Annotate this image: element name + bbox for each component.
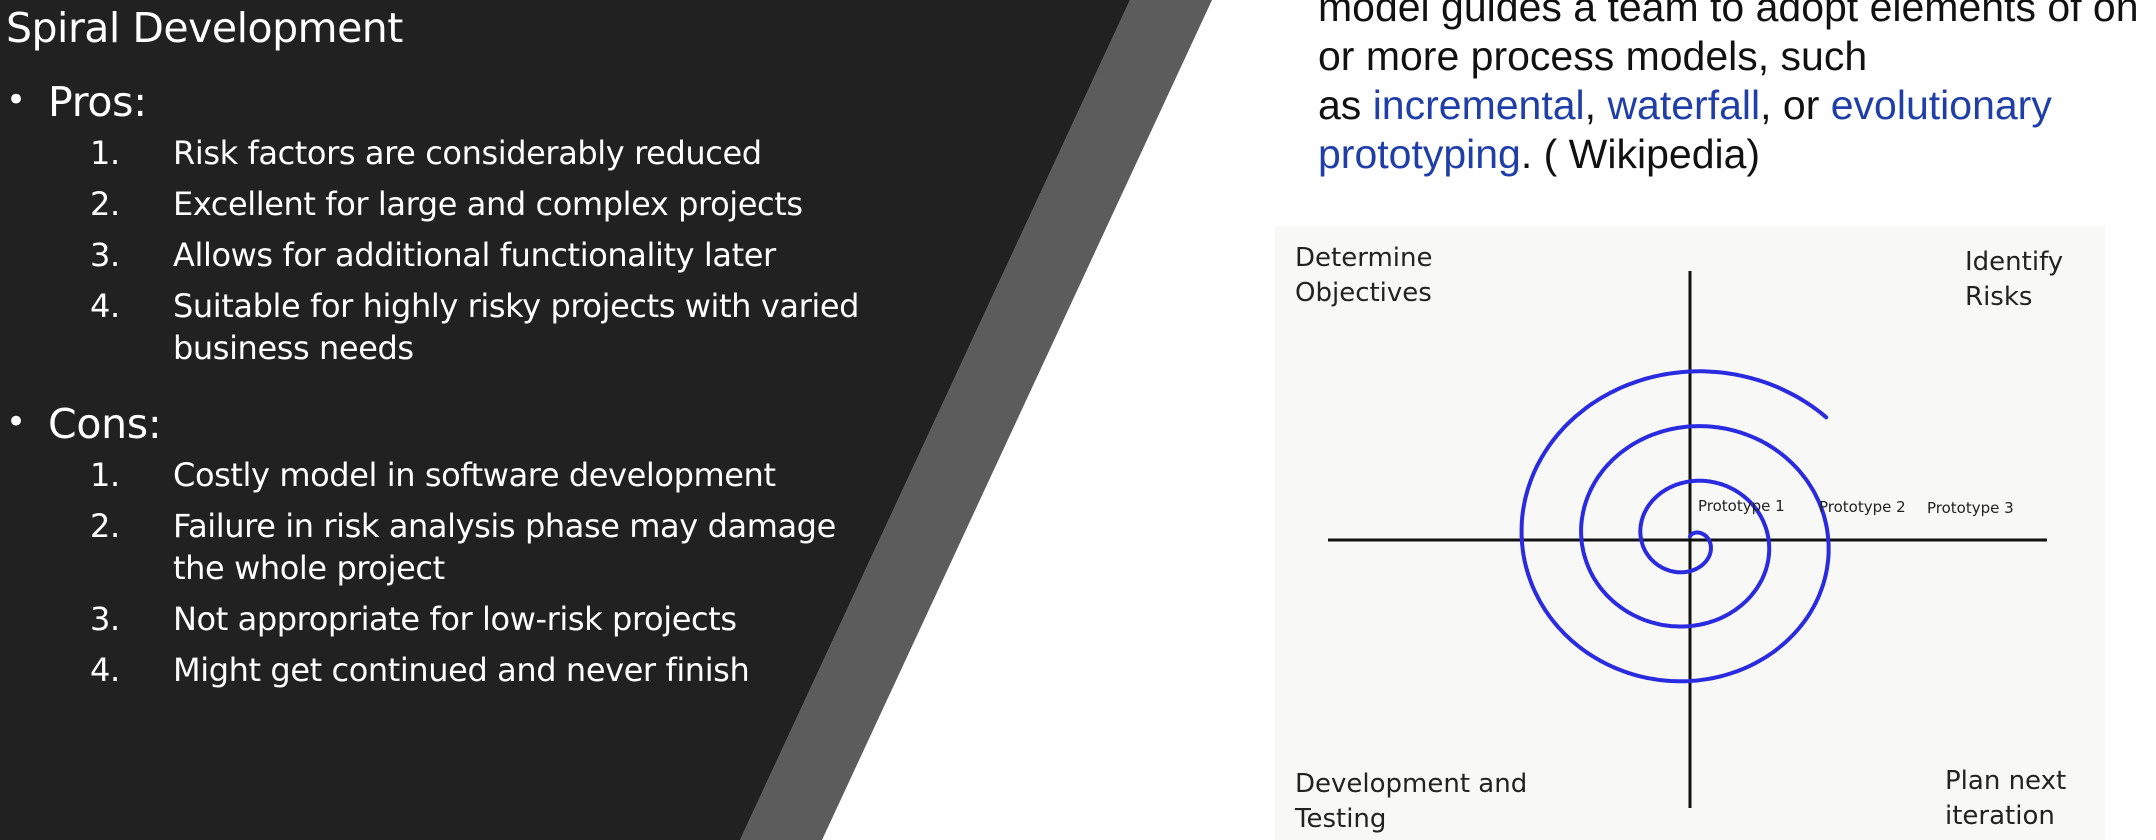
incremental-link[interactable]: incremental xyxy=(1372,82,1585,128)
item-number: 2. xyxy=(90,185,120,223)
list-item: 4. Suitable for highly risky projects wit… xyxy=(0,285,873,369)
item-text: Costly model in software development xyxy=(173,456,776,494)
spiral-model-diagram: Determine Objectives Identify Risks Deve… xyxy=(1275,226,2105,840)
stripe-shape xyxy=(740,0,1212,840)
evolutionary-prototyping-link-continued[interactable]: prototyping xyxy=(1318,131,1521,177)
cons-heading: • Cons: xyxy=(0,398,980,454)
list-item: 2. Failure in risk analysis phase may dam… xyxy=(0,505,873,589)
description-line-3: as incremental, waterfall, or evolutiona… xyxy=(1318,81,2156,130)
item-number: 1. xyxy=(90,134,120,172)
item-number: 2. xyxy=(90,507,120,545)
cons-label: Cons: xyxy=(48,400,162,448)
cons-section: • Cons: 1. Costly model in software devel… xyxy=(0,398,980,700)
pros-heading: • Pros: xyxy=(0,76,980,132)
description-text: model guides a team to adopt elements of… xyxy=(1318,0,2156,179)
description-line-2: or more process models, such xyxy=(1318,33,1868,79)
description-line-1: model guides a team to adopt elements of… xyxy=(1318,0,2139,30)
spiral-graphic xyxy=(1328,271,2047,808)
spiral-curve xyxy=(1519,369,1831,684)
item-number: 4. xyxy=(90,651,120,689)
item-text: Risk factors are considerably reduced xyxy=(173,134,762,172)
pros-label: Pros: xyxy=(48,78,147,126)
list-item: 4. Might get continued and never finish xyxy=(0,649,873,691)
description-comma: , xyxy=(1584,82,1608,128)
item-number: 3. xyxy=(90,236,120,274)
determine-objectives-label: Determine Objectives xyxy=(1295,243,1433,308)
list-item: 1. Costly model in software development xyxy=(0,454,873,496)
description-line-4: prototyping. ( Wikipedia) xyxy=(1318,130,2156,179)
list-item: 1. Risk factors are considerably reduced xyxy=(0,132,873,174)
development-testing-label: Development and Testing xyxy=(1295,769,1528,834)
item-text: Suitable for highly risky projects with … xyxy=(173,287,860,367)
list-item: 2. Excellent for large and complex projec… xyxy=(0,183,873,225)
item-number: 1. xyxy=(90,456,120,494)
item-text: Might get continued and never finish xyxy=(173,651,750,689)
bullet-icon: • xyxy=(6,80,27,120)
item-text: Allows for additional functionality late… xyxy=(173,236,776,274)
evolutionary-prototyping-link[interactable]: evolutionary xyxy=(1830,82,2052,128)
list-item: 3. Not appropriate for low-risk projects xyxy=(0,598,873,640)
waterfall-link[interactable]: waterfall xyxy=(1607,82,1761,128)
item-text: Not appropriate for low-risk projects xyxy=(173,600,737,638)
item-text: Excellent for large and complex projects xyxy=(173,185,803,223)
left-panel: Spiral Development • Pros: 1. Risk factor… xyxy=(0,0,1000,840)
dark-panel-shape xyxy=(0,0,1130,840)
prototype-2-label: Prototype 2 xyxy=(1819,498,1906,516)
identify-risks-label: Identify Risks xyxy=(1965,247,2064,312)
pros-list: 1.Risk factors are considerably reduced … xyxy=(0,132,980,369)
item-number: 4. xyxy=(90,287,120,325)
description-as: as xyxy=(1318,82,1373,128)
item-text: Failure in risk analysis phase may damag… xyxy=(173,507,836,587)
prototype-1-label: Prototype 1 xyxy=(1698,497,1785,515)
pros-section: • Pros: 1. Risk factors are considerably … xyxy=(0,76,980,378)
list-item: 3. Allows for additional functionality la… xyxy=(0,234,873,276)
prototype-3-label: Prototype 3 xyxy=(1927,499,2014,517)
cons-list: 1. Costly model in software development 2… xyxy=(0,454,980,691)
plan-next-iteration-label: Plan next iteration xyxy=(1945,766,2067,831)
slide-title: Spiral Development xyxy=(6,4,403,52)
description-or: , or xyxy=(1760,82,1831,128)
wikipedia-source: . ( Wikipedia) xyxy=(1520,131,1761,177)
bullet-icon: • xyxy=(6,402,27,442)
item-number: 3. xyxy=(90,600,120,638)
